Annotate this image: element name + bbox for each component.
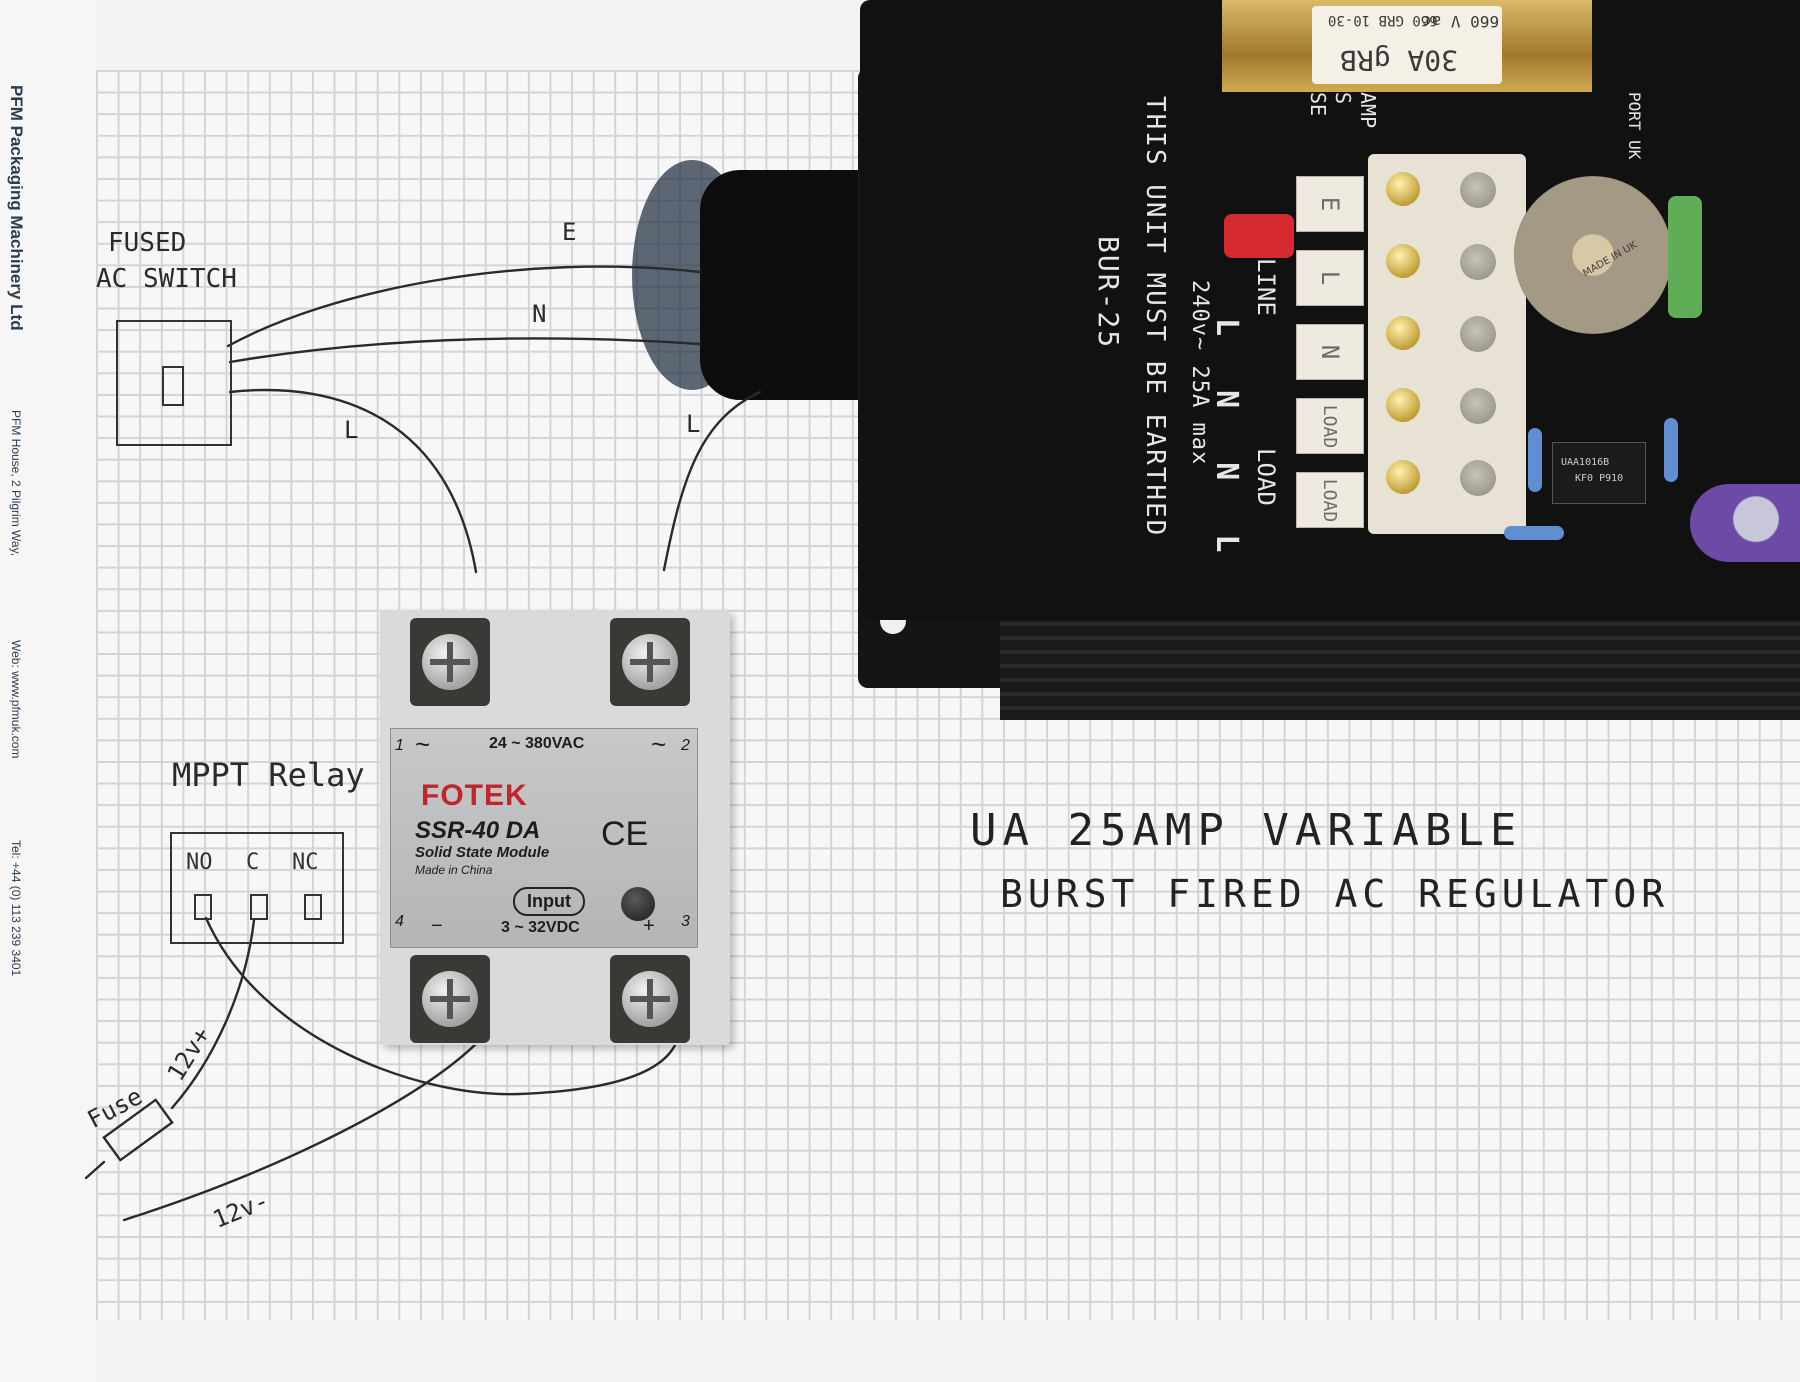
ssr-pin-2: 2 — [681, 737, 690, 754]
ssr-minus: − — [431, 915, 443, 937]
ic-line2: KF0 P910 — [1575, 473, 1624, 484]
letterhead-strip — [0, 0, 96, 1382]
relay-c-wire — [170, 918, 256, 1110]
ssr-made-in: Made in China — [415, 863, 493, 877]
relay-pin-nc — [304, 894, 322, 920]
ssr-model: SSR-40 DA — [415, 817, 541, 844]
wire-l-left — [228, 388, 478, 574]
ic-chip: UAA1016B KF0 P910 — [1552, 442, 1646, 504]
ssr-pin-3: 3 — [681, 913, 690, 930]
terminal-screw — [1386, 244, 1420, 278]
wire-label-n: N — [532, 300, 547, 328]
fuse-symbol — [102, 1098, 174, 1162]
regulator-subtitle: BURST FIRED AC REGULATOR — [1000, 872, 1670, 916]
wire-l-right — [662, 390, 762, 572]
wire-label-e: E — [562, 218, 577, 246]
blue-resistor — [1664, 418, 1678, 482]
relay-pin-c — [250, 894, 268, 920]
terminal-hole — [1460, 172, 1496, 208]
wire-label-l-left: L — [344, 416, 359, 444]
green-resistor — [1668, 196, 1702, 318]
ssr-brand: FOTEK — [421, 779, 528, 812]
ssr-description: Solid State Module — [415, 844, 550, 861]
terminal-hole — [1460, 316, 1496, 352]
fused-switch-label-2: AC SWITCH — [96, 264, 237, 294]
ssr-terminal-4 — [410, 955, 490, 1043]
screw-head — [622, 971, 678, 1027]
terminal-hole — [1460, 244, 1496, 280]
terminal-hole — [1460, 388, 1496, 424]
fuse-wire — [84, 1160, 106, 1180]
terminal-label-l: L — [1296, 250, 1364, 306]
relay-no-wire — [204, 916, 680, 1096]
terminal-screw — [1386, 460, 1420, 494]
screw-head — [422, 634, 478, 690]
ssr-pin-4: 4 — [395, 913, 404, 930]
terminal-screw — [1386, 172, 1420, 206]
blue-resistor — [1504, 526, 1564, 540]
terminal-label-e: E — [1296, 176, 1364, 232]
terminal-screw — [1386, 316, 1420, 350]
wire-label-l-right: L — [686, 410, 701, 438]
potentiometer — [1514, 176, 1672, 334]
ssr-pin-1: 1 — [395, 737, 404, 754]
wire-e — [226, 265, 702, 348]
screw-head — [622, 634, 678, 690]
blue-resistor — [1528, 428, 1542, 492]
terminal-label-n: N — [1296, 324, 1364, 380]
terminal-label-load: LOAD — [1296, 398, 1364, 454]
terminal-block — [1368, 154, 1526, 534]
fuse-body: 30A gRB 660 V ac 660 GRB 10-30 — [1312, 6, 1502, 84]
regulator-title: UA 25AMP VARIABLE — [970, 805, 1523, 856]
wire-n — [228, 337, 702, 364]
ce-mark: CE — [601, 815, 649, 853]
ssr-terminal-1 — [410, 618, 490, 706]
purple-capacitor — [1690, 484, 1800, 562]
relay-c-label: C — [246, 850, 260, 875]
ssr-terminal-3 — [610, 955, 690, 1043]
relay-no-label: NO — [186, 850, 213, 875]
ssr-ac-rating: 24 ~ 380VAC — [489, 735, 585, 752]
mppt-relay-label: MPPT Relay — [172, 756, 365, 794]
relay-pin-no — [194, 894, 212, 920]
relay-nc-label: NC — [292, 850, 319, 875]
mppt-relay-box: NO C NC — [170, 832, 344, 944]
fused-switch-label-1: FUSED — [108, 228, 187, 258]
ssr-tilde-1: ~ — [415, 729, 431, 759]
ssr-terminal-2 — [610, 618, 690, 706]
ssr-label-plate: 1 2 3 4 ~ ~ 24 ~ 380VAC FOTEK SSR-40 DA … — [390, 728, 698, 948]
cartridge-fuse: 30A gRB 660 V ac 660 GRB 10-30 — [1222, 0, 1592, 92]
red-capacitor — [1224, 214, 1294, 258]
terminal-hole — [1460, 460, 1496, 496]
terminal-label-load: LOAD — [1296, 472, 1364, 528]
fused-switch-box — [116, 320, 232, 446]
minus-wire — [122, 1038, 482, 1222]
ssr-tilde-2: ~ — [651, 729, 667, 759]
ssr-led — [621, 887, 655, 921]
switch-rocker — [162, 366, 184, 406]
ssr-input-label: Input — [513, 887, 585, 916]
ic-line1: UAA1016B — [1561, 457, 1610, 468]
ssr-dc-rating: 3 ~ 32VDC — [501, 919, 580, 936]
terminal-screw — [1386, 388, 1420, 422]
solid-state-relay: 1 2 3 4 ~ ~ 24 ~ 380VAC FOTEK SSR-40 DA … — [380, 610, 730, 1045]
screw-head — [422, 971, 478, 1027]
ssr-plus: + — [643, 915, 655, 937]
